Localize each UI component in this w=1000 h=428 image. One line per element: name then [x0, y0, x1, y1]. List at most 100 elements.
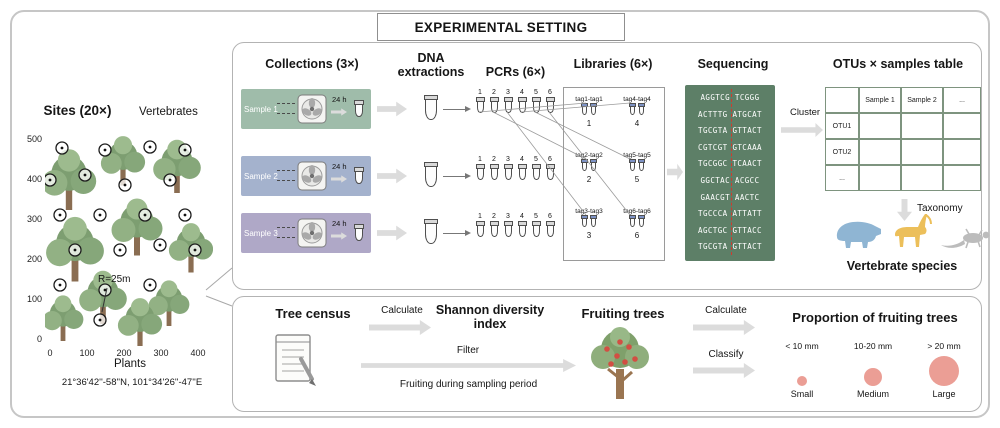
collection-row-sample-1: Sample 1 24 h [241, 89, 371, 129]
fruit-circle-large [929, 356, 959, 386]
pcr-number: 3 [506, 89, 510, 96]
sequencing-arrow-icon [667, 163, 683, 181]
radius-pointer-line [101, 287, 108, 313]
sites-map [45, 136, 213, 346]
tree-icons [45, 136, 213, 346]
incubation-arrow-icon [331, 175, 347, 183]
taxonomy-label: Taxonomy [917, 203, 963, 214]
proportion-title: Proportion of fruiting trees [792, 310, 958, 325]
library-tube-pair-icon [616, 159, 658, 173]
sequence-line: TGCGTA GTTACT [698, 242, 762, 252]
library-item: tag3-tag3 3 [568, 208, 610, 240]
y-tick: 100 [26, 294, 42, 304]
calculate2-label: Calculate [705, 305, 747, 316]
pcr-number: 4 [520, 213, 524, 220]
pcr-tube-icon [517, 164, 527, 180]
pcr-tube-icon [531, 164, 541, 180]
collection-row-sample-3: Sample 3 24 h [241, 213, 371, 253]
sample-label: Sample 3 [244, 229, 278, 238]
incubation-label: 24 h [332, 219, 347, 228]
otu-cell-empty [825, 87, 859, 113]
library-item: tag5-tag5 5 [616, 152, 658, 184]
size-range: > 20 mm [927, 341, 961, 351]
lizard-icon [941, 228, 990, 249]
trap-fan-icon [297, 94, 327, 124]
y-tick: 200 [26, 254, 42, 264]
library-number: 2 [586, 175, 592, 184]
pcr-tube-group: 1 2 3 4 5 6 [473, 156, 559, 196]
library-tube-pair-icon [568, 159, 610, 173]
tree-census-title: Tree census [275, 306, 351, 321]
fruiting-trees-title: Fruiting trees [581, 306, 665, 321]
pcr-tube-icon [475, 221, 485, 237]
collection-tube-icon [354, 224, 364, 241]
pcr-tube-group: 1 2 3 4 5 6 [473, 89, 559, 129]
airflow-dash [277, 113, 295, 114]
calculate-arrow-icon [369, 320, 431, 335]
pcr-tube-icon [503, 164, 513, 180]
library-tag: tag6-tag6 [623, 208, 651, 215]
library-number: 5 [634, 175, 640, 184]
sequence-line: CGTCGT GTCAAA [698, 142, 762, 152]
otu-col-header: Sample 2 [901, 87, 943, 113]
otu-cell [943, 165, 981, 191]
library-tube-pair-icon [616, 103, 658, 117]
pcr-arrow-icon [443, 105, 471, 112]
pcr-number: 2 [492, 213, 496, 220]
coordinates-label: 21°36'42''-58''N, 101°34'26''-47''E [61, 377, 203, 388]
y-tick: 0 [36, 334, 42, 344]
airflow-dash [277, 227, 295, 228]
pcr-tube-icon [517, 221, 527, 237]
size-range: < 10 mm [785, 341, 819, 351]
extraction-arrow-icon [377, 101, 407, 117]
collection-tube-icon [354, 167, 364, 184]
x-tick: 100 [79, 348, 95, 358]
airflow-dash [277, 237, 295, 238]
incubation-label: 24 h [332, 162, 347, 171]
incubation-arrow-icon [331, 108, 347, 116]
pcr-tube-icon [489, 164, 499, 180]
extraction-tube-icon [424, 95, 438, 120]
trap-fan-icon [297, 161, 327, 191]
otu-row-label: ... [825, 165, 859, 191]
y-tick: 300 [26, 214, 42, 224]
sequencing-box: AGGTCG TCGGG ACTTTG ATGCAT TGCGTA GTTACT… [685, 85, 775, 261]
pcr-number: 1 [478, 213, 482, 220]
notebook-icon [275, 334, 316, 386]
pcr-tube-icon [475, 97, 485, 113]
sequence-line: GAACGT AACTC [700, 192, 760, 202]
size-name: Medium [856, 389, 889, 399]
libraries-title: Libraries (6×) [573, 57, 653, 71]
sites-title: Sites (20×) [43, 103, 112, 118]
pcr-number: 3 [506, 213, 510, 220]
x-tick: 300 [153, 348, 169, 358]
sample-label: Sample 1 [244, 105, 278, 114]
pcr-number: 5 [534, 156, 538, 163]
dna-workflow-panel: Collections (3×) DNA extractions PCRs (6… [232, 42, 990, 290]
plants-label: Plants [114, 358, 146, 370]
otu-row-label: OTU2 [825, 139, 859, 165]
size-class-small: < 10 mm Small [773, 341, 831, 399]
pcr-number: 4 [520, 89, 524, 96]
pcr-tube-icon [545, 221, 555, 237]
pcr-number: 1 [478, 89, 482, 96]
figure-title-box: EXPERIMENTAL SETTING [377, 13, 625, 41]
sequence-line: TGCGTA GTTACT [698, 126, 762, 136]
sequence-line: ACTTTG ATGCAT [698, 109, 762, 119]
sequence-divider-line [731, 89, 732, 255]
vertebrates-label: Vertebrates [139, 106, 198, 118]
library-tag: tag3-tag3 [575, 208, 603, 215]
library-item: tag1-tag1 1 [568, 96, 610, 128]
pcr-number: 1 [478, 156, 482, 163]
library-tube-pair-icon [568, 215, 610, 229]
fruit-size-classes: < 10 mm Small 10-20 mm Medium > 20 mm La… [773, 341, 973, 399]
library-number: 4 [634, 119, 640, 128]
collections-title: Collections (3×) [265, 57, 359, 71]
pcr-tube-icon [503, 97, 513, 113]
incubation-label: 24 h [332, 95, 347, 104]
library-item: tag2-tag2 2 [568, 152, 610, 184]
pcr-tube-group: 1 2 3 4 5 6 [473, 213, 559, 253]
sequence-line: TGCCCA ATTATT [698, 209, 762, 219]
figure-title: EXPERIMENTAL SETTING [414, 19, 588, 35]
deer-icon [895, 214, 932, 247]
